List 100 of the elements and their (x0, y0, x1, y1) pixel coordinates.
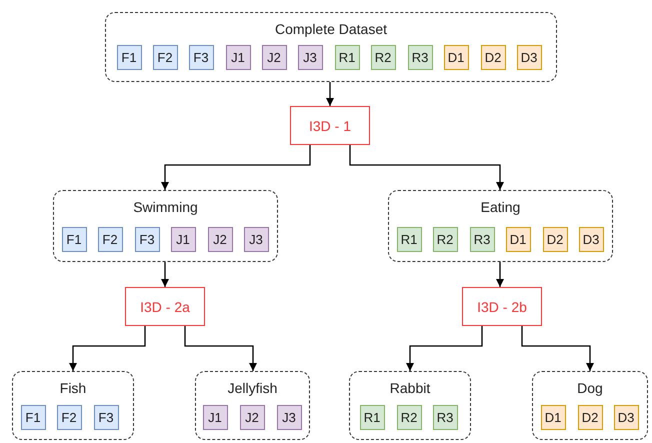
sample-tile (188, 44, 214, 70)
sample-tile (244, 226, 268, 252)
sample-tile (480, 44, 506, 70)
sample-tile (578, 226, 604, 252)
sample-label: J3 (282, 410, 296, 424)
sample-tile (614, 404, 638, 430)
sample-tile (240, 404, 264, 430)
sample-label: D2 (484, 50, 502, 64)
model-box (125, 287, 205, 326)
model-label: I3D - 2a (140, 298, 190, 314)
arrow (184, 326, 257, 371)
sample-label: J2 (267, 50, 281, 64)
arrow (326, 82, 334, 106)
sample-tile (444, 44, 468, 70)
sample-tile (208, 226, 232, 252)
model-box (462, 287, 542, 326)
group-box (12, 371, 134, 440)
sample-tile (98, 226, 122, 252)
sample-label: D1 (544, 410, 562, 424)
sample-label: R3 (412, 50, 428, 64)
group-box (532, 371, 648, 440)
sample-label: F1 (25, 410, 41, 424)
group-title: Jellyfish (226, 380, 278, 396)
sample-tile (20, 404, 46, 430)
sample-label: J1 (208, 410, 222, 424)
sample-tile (540, 404, 566, 430)
sample-tile (276, 404, 302, 430)
model-label: I3D - 2b (477, 298, 527, 314)
arrow (406, 326, 483, 371)
sample-tile (262, 44, 286, 70)
sample-label: R1 (400, 232, 418, 246)
sample-label: F3 (193, 50, 209, 64)
sample-label: J2 (245, 410, 259, 424)
sample-label: J2 (213, 232, 227, 246)
sample-tile (396, 226, 422, 252)
sample-label: R2 (436, 232, 454, 246)
sample-tile (334, 44, 360, 70)
sample-tile (506, 226, 530, 252)
sample-tile (432, 226, 458, 252)
sample-label: R3 (474, 232, 490, 246)
group-title: Fish (58, 380, 88, 396)
sample-label: D1 (448, 50, 464, 64)
group-box (388, 190, 613, 262)
group-box (195, 371, 310, 440)
sample-tile (360, 404, 384, 430)
model-label: I3D - 1 (308, 118, 351, 134)
sample-label: F2 (157, 50, 173, 64)
arrow (521, 326, 594, 371)
sample-label: F2 (102, 232, 118, 246)
sample-label: F1 (66, 232, 82, 246)
sample-tile (408, 44, 432, 70)
sample-label: R1 (364, 410, 380, 424)
sample-tile (62, 226, 86, 252)
sample-tile (470, 226, 494, 252)
sample-tile (116, 44, 142, 70)
sample-label: F1 (121, 50, 137, 64)
arrow (161, 145, 311, 190)
sample-label: D3 (520, 50, 538, 64)
sample-label: D3 (618, 410, 634, 424)
sample-label: D2 (582, 410, 598, 424)
sample-label: R2 (400, 410, 418, 424)
sample-tile (152, 44, 178, 70)
sample-label: R3 (436, 410, 454, 424)
sample-label: F2 (61, 410, 77, 424)
sample-label: D3 (582, 232, 600, 246)
sample-tile (56, 404, 82, 430)
sample-tile (298, 44, 322, 70)
sample-tile (94, 404, 118, 430)
model-box (290, 106, 370, 145)
sample-tile (170, 226, 196, 252)
group-title: Eating (480, 199, 522, 215)
group-box (105, 12, 557, 82)
sample-label: D2 (546, 232, 564, 246)
sample-tile (578, 404, 602, 430)
sample-tile (432, 404, 458, 430)
sample-label: R2 (374, 50, 392, 64)
group-title: Dog (576, 380, 604, 396)
sample-tile (396, 404, 422, 430)
sample-tile (516, 44, 542, 70)
sample-tile (134, 226, 160, 252)
sample-tile (542, 226, 568, 252)
arrow (69, 326, 146, 371)
group-title: Rabbit (388, 380, 432, 396)
sample-label: J3 (249, 232, 263, 246)
sample-label: F3 (139, 232, 155, 246)
sample-label: J1 (231, 50, 245, 64)
arrow (161, 262, 169, 287)
sample-label: F3 (98, 410, 114, 424)
sample-tile (370, 44, 396, 70)
sample-label: D1 (510, 232, 526, 246)
arrow (349, 145, 504, 190)
group-box (349, 371, 471, 440)
sample-label: J3 (303, 50, 317, 64)
sample-label: R1 (338, 50, 356, 64)
sample-label: J1 (176, 232, 190, 246)
arrow (496, 262, 504, 287)
group-box (53, 190, 278, 262)
group-title: Swimming (132, 199, 199, 215)
group-title: Complete Dataset (274, 21, 388, 37)
sample-tile (226, 44, 250, 70)
